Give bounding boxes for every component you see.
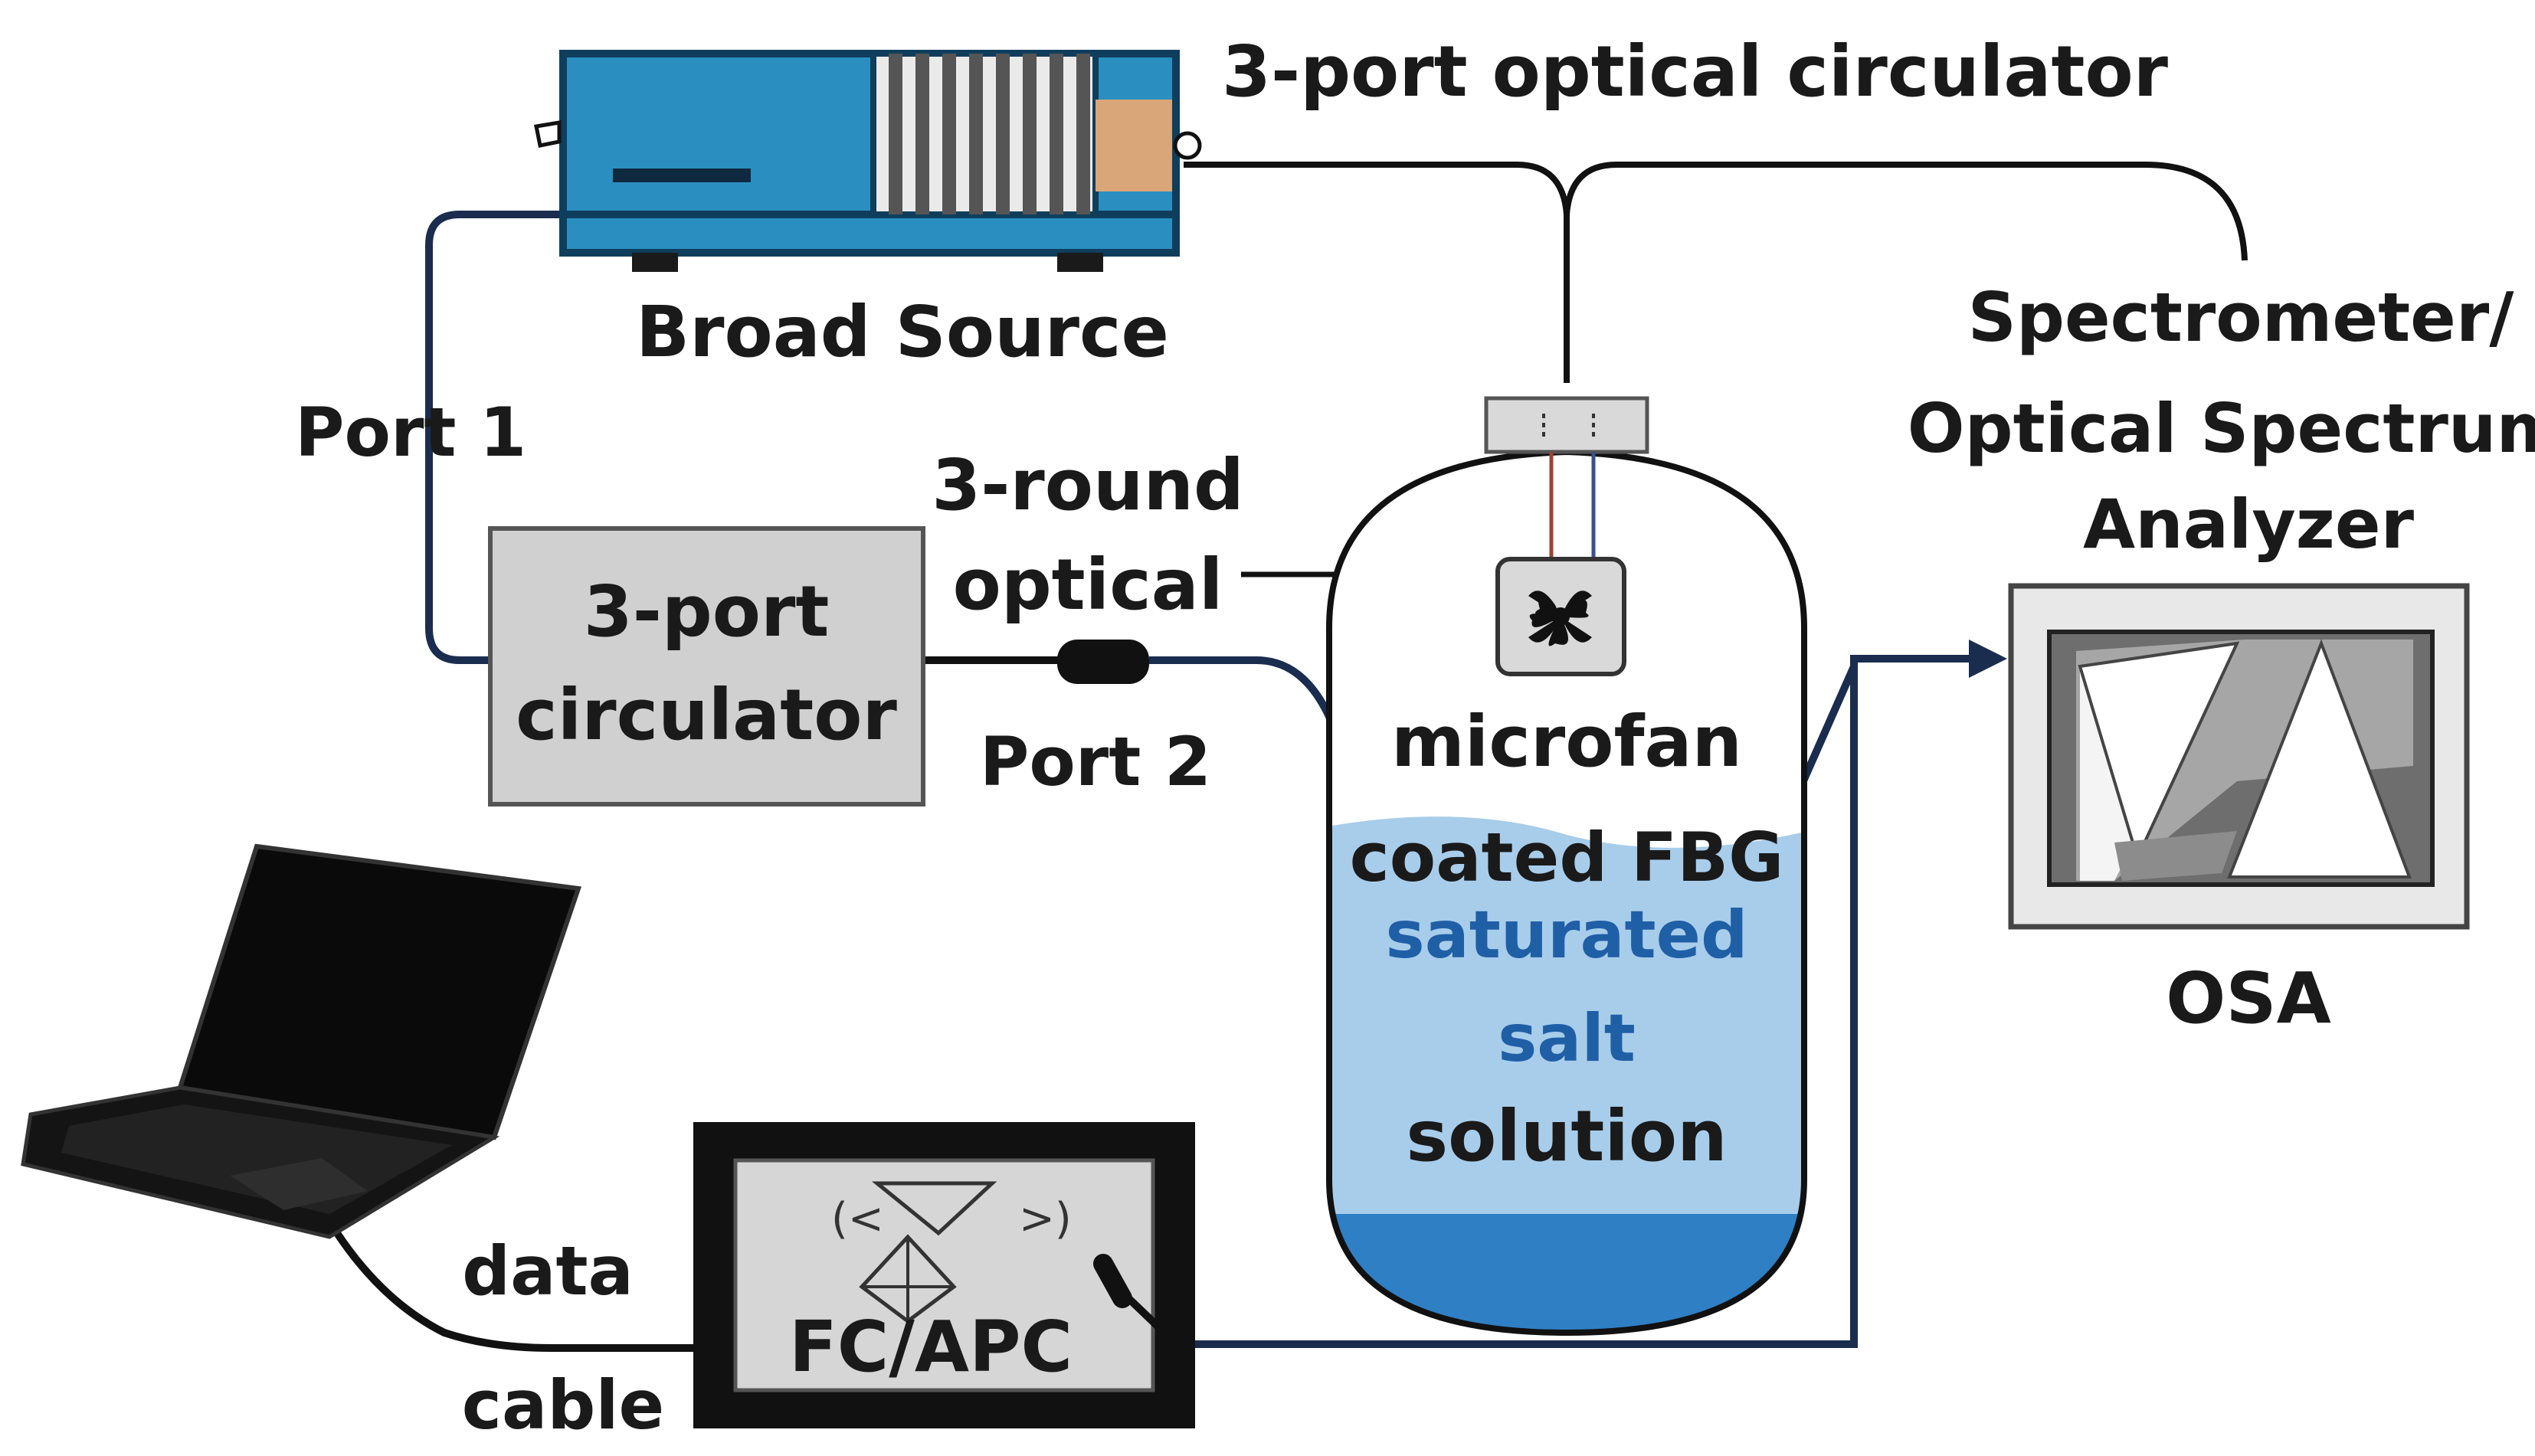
laptop-icon [21, 843, 582, 1239]
osa-arrowhead [1969, 640, 2007, 678]
broad-source-label: Broad Source [636, 291, 1169, 373]
cable-label: cable [462, 1366, 664, 1445]
fiber-source-to-splitter [1184, 162, 1570, 383]
fiber-port1 [425, 211, 559, 664]
connector-icon [1093, 1254, 1168, 1336]
fiber-splitter-to-osa [1564, 162, 2248, 261]
fcapc-label: FC/APC [789, 1306, 1073, 1388]
round-optical-label-line1: 3-round [932, 444, 1244, 526]
circulator-box [488, 526, 925, 807]
data-cable [333, 1231, 693, 1352]
prism-icon: (< >) [831, 1181, 1072, 1324]
microfan-label: microfan [1391, 701, 1742, 783]
spectrometer-label-line3: Analyzer [2083, 485, 2415, 564]
inline-fiber-connector [1057, 640, 1149, 684]
spectrometer-label-line1: Spectrometer/ [1968, 278, 2515, 357]
osa-device [2008, 583, 2470, 930]
saturated-label: saturated [1386, 897, 1748, 973]
circulator-label-line2: circulator [516, 674, 897, 756]
port2-label: Port 2 [980, 722, 1211, 801]
vessel-cap [1484, 396, 1649, 454]
svg-text:(<: (< [831, 1194, 884, 1244]
round-optical-label-line2: optical [953, 544, 1223, 626]
circulator-label-line1: 3-port [584, 571, 830, 653]
top-circulator-label: 3-port optical circulator [1222, 31, 2169, 113]
svg-text:>): >) [1019, 1194, 1072, 1244]
fan-icon [1495, 557, 1626, 676]
coated-fbg-label: coated FBG [1350, 818, 1784, 897]
osa-label: OSA [2166, 957, 2331, 1039]
solution-bottom [1329, 1214, 1804, 1333]
salt-label: salt [1498, 1000, 1636, 1077]
spectrometer-label-line2: Optical Spectrum [1908, 389, 2535, 468]
broad-source-device [534, 50, 1202, 272]
data-label: data [462, 1232, 634, 1310]
port1-label: Port 1 [295, 393, 526, 472]
solution-label: solution [1406, 1095, 1727, 1177]
